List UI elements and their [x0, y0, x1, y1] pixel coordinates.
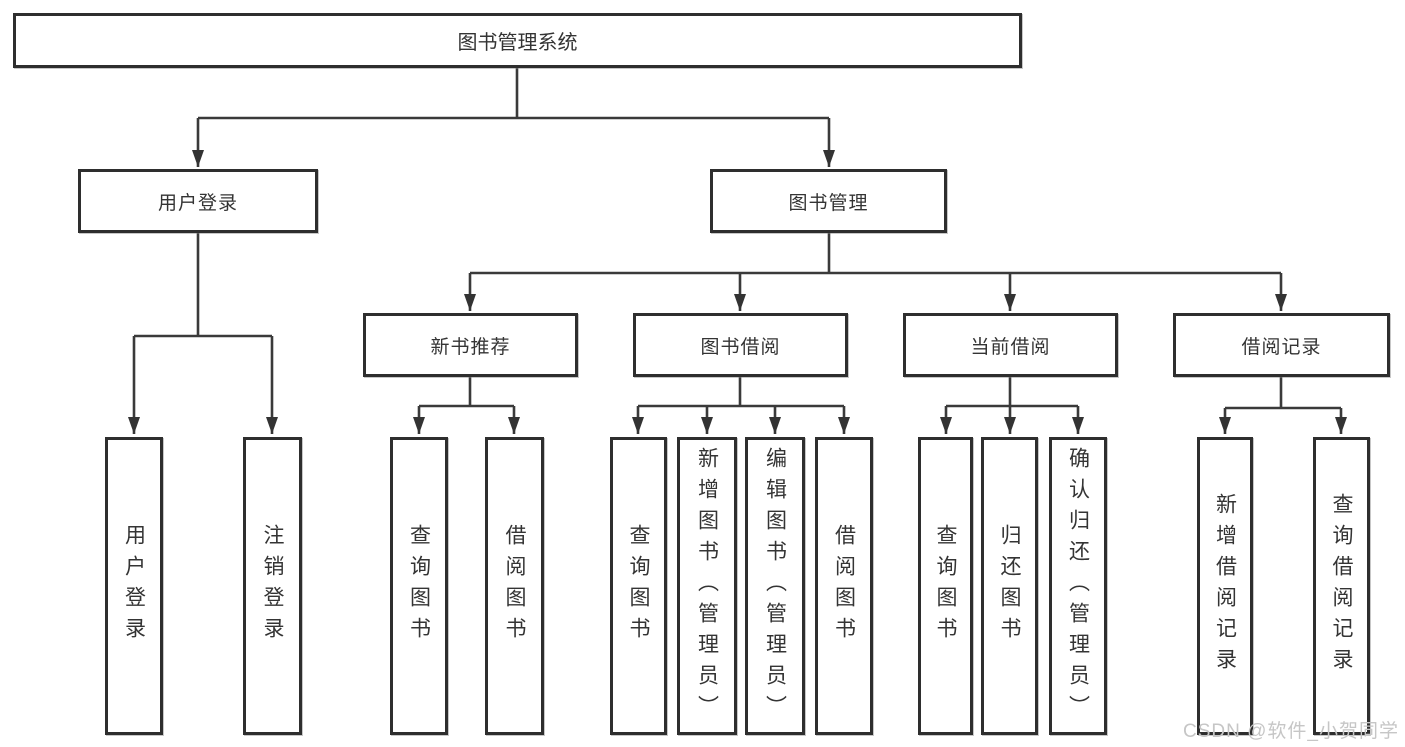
node-label: 查询图书	[407, 524, 431, 648]
node-label: 图书管理系统	[457, 32, 578, 54]
node-label: 新书推荐	[430, 336, 511, 358]
leaf-query-books-1: 查询图书	[390, 437, 448, 735]
node-label: 新增借阅记录	[1213, 493, 1237, 679]
node-library-management-system: 图书管理系统	[13, 13, 1022, 68]
node-label: 借阅图书	[503, 524, 526, 648]
node-label: 借阅记录	[1241, 336, 1322, 358]
leaf-confirm-return-admin: 确认归还（管理员）	[1049, 437, 1107, 735]
node-label: 编辑图书（管理员）	[763, 446, 787, 726]
node-label: 查询图书	[934, 524, 957, 648]
leaf-edit-books-admin: 编辑图书（管理员）	[745, 437, 805, 735]
node-label: 查询图书	[627, 524, 650, 648]
node-borrow-records: 借阅记录	[1173, 313, 1390, 377]
leaf-user-login: 用户登录	[105, 437, 163, 735]
leaf-query-books-2: 查询图书	[610, 437, 667, 735]
node-label: 注销登录	[261, 524, 284, 648]
connector-trunks	[134, 68, 1341, 410]
leaf-borrow-books-2: 借阅图书	[815, 437, 873, 735]
node-book-borrowing: 图书借阅	[633, 313, 848, 377]
node-label: 用户登录	[122, 524, 146, 648]
leaf-query-books-3: 查询图书	[918, 437, 973, 735]
node-label: 查询借阅记录	[1330, 493, 1353, 679]
node-current-borrowing: 当前借阅	[903, 313, 1118, 377]
leaf-borrow-books-1: 借阅图书	[485, 437, 544, 735]
node-label: 确认归还（管理员）	[1066, 446, 1090, 726]
leaf-return-books: 归还图书	[981, 437, 1038, 735]
connector-arrows	[128, 118, 1347, 434]
node-label: 用户登录	[157, 192, 238, 214]
node-label: 当前借阅	[970, 336, 1051, 358]
node-book-management: 图书管理	[710, 169, 947, 233]
node-user-login: 用户登录	[78, 169, 318, 233]
node-label: 图书管理	[788, 192, 869, 214]
leaf-query-borrow-record: 查询借阅记录	[1313, 437, 1370, 735]
node-label: 新增图书（管理员）	[695, 446, 719, 726]
leaf-logout: 注销登录	[243, 437, 302, 735]
leaf-add-borrow-record: 新增借阅记录	[1197, 437, 1253, 735]
node-new-book-recommend: 新书推荐	[363, 313, 578, 377]
node-label: 借阅图书	[832, 524, 856, 648]
leaf-add-books-admin: 新增图书（管理员）	[677, 437, 737, 735]
node-label: 归还图书	[998, 524, 1021, 648]
watermark: CSDN @软件_小贺同学	[1183, 721, 1399, 742]
node-label: 图书借阅	[700, 336, 781, 358]
